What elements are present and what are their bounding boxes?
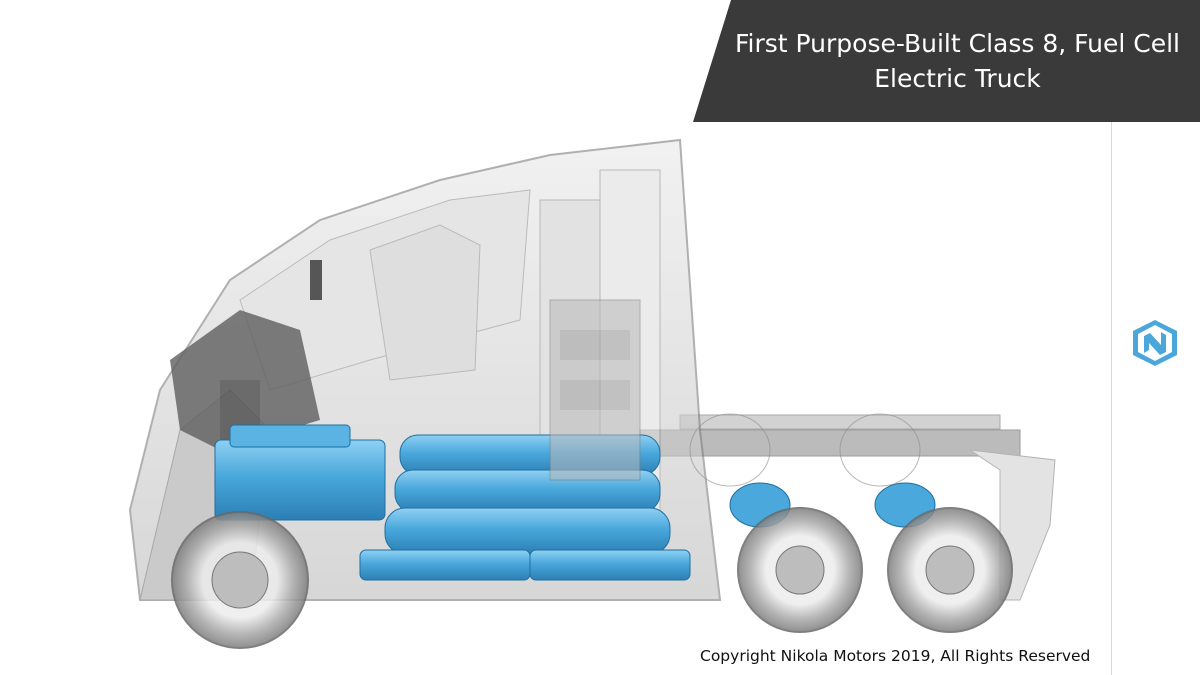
truck-illustration xyxy=(128,138,1056,649)
wheels xyxy=(171,413,1013,649)
vertical-divider xyxy=(1111,122,1112,675)
slide-title-line-1: First Purpose-Built Class 8, Fuel Cell xyxy=(734,29,1181,58)
nikola-logo-icon xyxy=(1133,320,1177,366)
slide-title: First Purpose-Built Class 8, Fuel Cell E… xyxy=(723,26,1192,96)
cab-rear-equipment xyxy=(549,299,641,481)
copyright-notice: Copyright Nikola Motors 2019, All Rights… xyxy=(700,647,1091,665)
slide-title-line-2: Electric Truck xyxy=(874,64,1041,93)
title-banner: First Purpose-Built Class 8, Fuel Cell E… xyxy=(693,0,1200,122)
